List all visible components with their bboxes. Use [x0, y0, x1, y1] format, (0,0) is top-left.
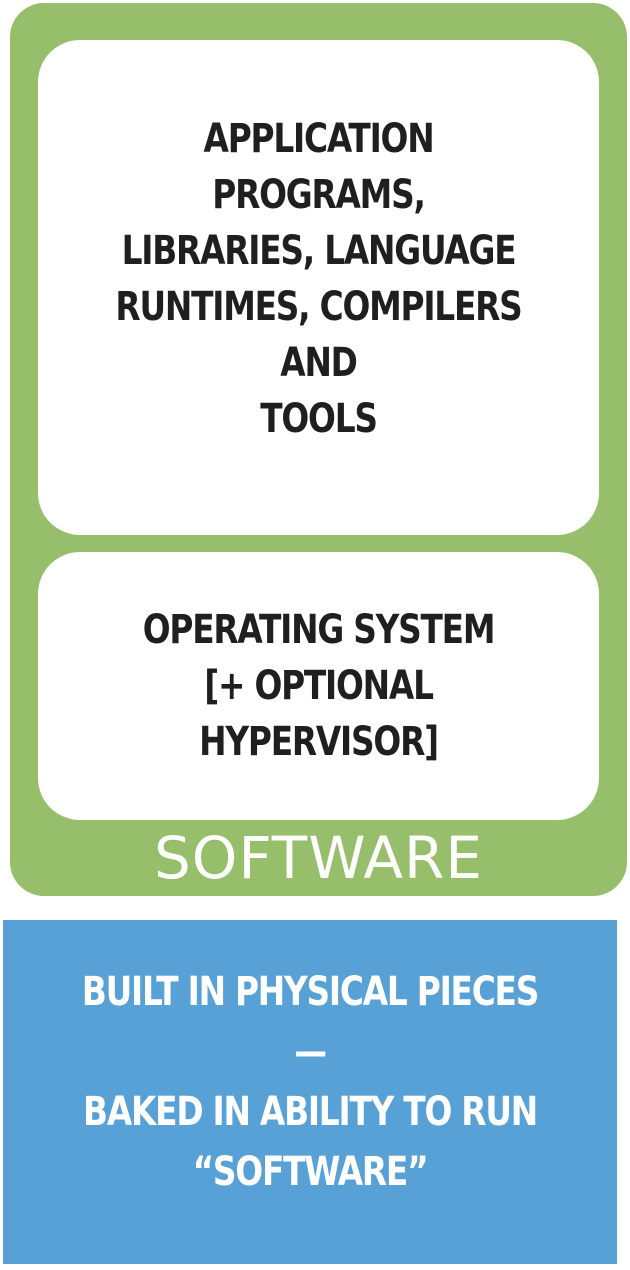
hardware-text: BUILT IN PHYSICAL PIECES — BAKED IN ABIL… [81, 969, 539, 1195]
applications-layer-text: APPLICATION PROGRAMS, LIBRARIES, LANGUAG… [115, 115, 522, 442]
operating-system-layer-text: OPERATING SYSTEM [+ OPTIONAL HYPERVISOR] [142, 607, 496, 765]
hardware-container: BUILT IN PHYSICAL PIECES — BAKED IN ABIL… [3, 920, 617, 1264]
operating-system-layer: OPERATING SYSTEM [+ OPTIONAL HYPERVISOR] [38, 552, 599, 820]
software-label: SOFTWARE [153, 824, 484, 892]
software-container: APPLICATION PROGRAMS, LIBRARIES, LANGUAG… [10, 3, 627, 896]
applications-layer: APPLICATION PROGRAMS, LIBRARIES, LANGUAG… [38, 40, 599, 535]
